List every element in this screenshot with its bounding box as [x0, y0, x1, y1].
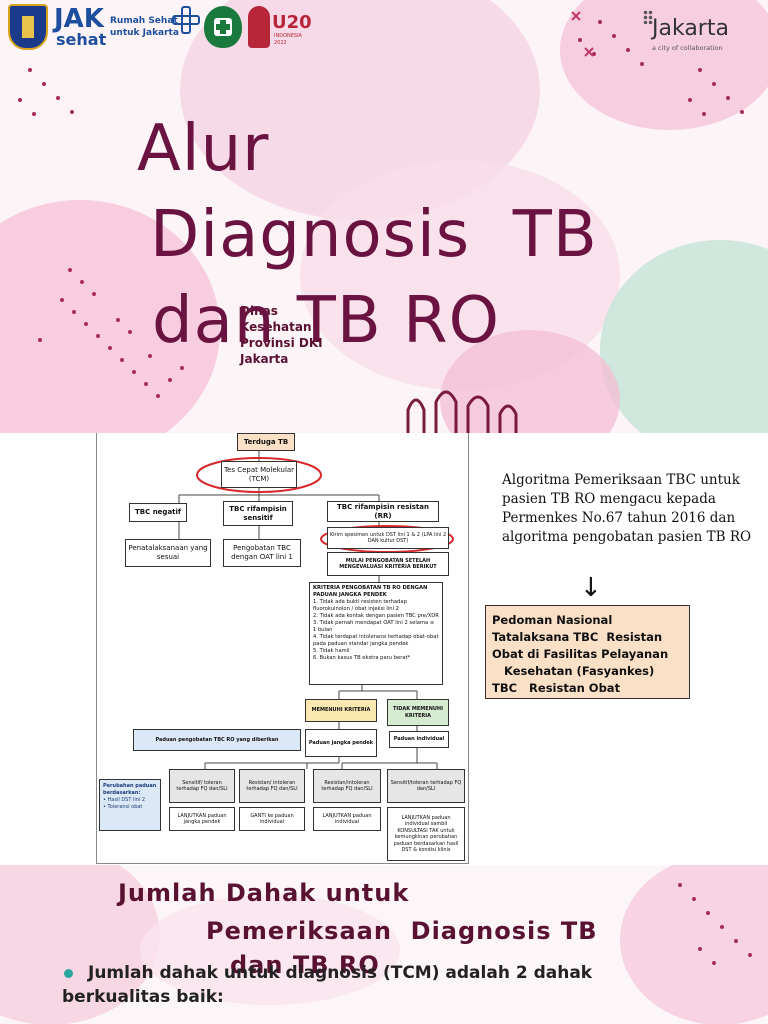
- kriteria-item: 2. Tidak ada kontak dengan pasien TBC pr…: [313, 613, 439, 619]
- sehat-logo: sehat: [56, 30, 107, 49]
- memenuhi-kriteria-box: MEMENUHI KRITERIA: [305, 699, 377, 722]
- sputum-slide: Jumlah Dahak untuk Pemeriksaan Diagnosis…: [0, 865, 768, 1024]
- terduga-tb-box: Terduga TB: [237, 433, 295, 451]
- kriteria-item: 6. Bukan kasus TB ekstra paru berat*: [313, 655, 411, 661]
- title-line-3: dan TB RO: [152, 284, 500, 358]
- perubahan-item: • Hasil DST lini 2: [103, 797, 146, 803]
- perubahan-item: • Toleransi obat: [103, 804, 143, 810]
- algorithm-slide: Terduga TB Tes Cepat Molekular (TCM) TBC…: [0, 433, 768, 865]
- plus-cross-icon: [172, 6, 200, 34]
- kriteria-item: 1. Tidak ada bukti resisten terhadap flu…: [313, 599, 407, 612]
- mulai-pengobatan-box: MULAI PENGOBATAN SETELAH MENGEVALUASI KR…: [327, 552, 449, 576]
- decorative-dots: [678, 883, 752, 965]
- tbc-sensitif-box: TBC rifampisin sensitif: [223, 501, 293, 526]
- title-slide: JAK sehat Rumah Sehat untuk Jakarta U20 …: [0, 0, 768, 433]
- r4-head: Sensitif/toleran terhadap FQ dan/SLI: [387, 769, 465, 803]
- title-line-1: Alur: [137, 112, 270, 186]
- u20-emblem-icon: [248, 6, 270, 48]
- dki-jakarta-crest-icon: [8, 4, 48, 50]
- kirim-spesimen-box: Kirim spesimen untuk DST lini 1 & 2 (LPA…: [327, 527, 449, 549]
- r1-body: LANJUTKAN paduan jangka pendek: [169, 807, 235, 831]
- heading-line-3: dan TB RO: [230, 951, 380, 979]
- r3-body: LANJUTKAN paduan individual: [313, 807, 381, 831]
- u20-sub1: INDONESIA: [274, 33, 302, 39]
- r2-head: Resistan/ intoleran terhadap FQ dan/SLI: [239, 769, 305, 803]
- jak-logo: JAK: [54, 4, 104, 34]
- pedoman-line: Tatalaksana TBC Resistan: [492, 630, 663, 644]
- paduan-pendek-box: Paduan jangka pendek: [305, 729, 377, 757]
- title-line-2: Diagnosis TB: [150, 198, 598, 272]
- tbc-resistan-box: TBC rifampisin resistan (RR): [327, 501, 439, 522]
- down-arrow-icon: ↓: [580, 573, 602, 603]
- kriteria-box: KRITERIA PENGOBATAN TB RO DENGAN PADUAN …: [309, 582, 443, 685]
- tidak-memenuhi-box: TIDAK MEMENUHI KRITERIA: [387, 699, 449, 726]
- r1-head: Sensitif/ toleran terhadap FQ dan/SLI: [169, 769, 235, 803]
- pink-watercolor-blob: [440, 330, 620, 433]
- perubahan-box: Perubahan paduan berdasarkan: • Hasil DS…: [99, 779, 161, 831]
- tbc-negatif-box: TBC negatif: [129, 503, 187, 522]
- jakarta-tagline: a city of collaboration: [652, 44, 723, 52]
- pedoman-box: Pedoman Nasional Tatalaksana TBC Resista…: [485, 605, 690, 699]
- heading-line-1: Jumlah Dahak untuk: [118, 879, 410, 907]
- bullet-text: Jumlah dahak untuk diagnosis (TCM) adala…: [62, 963, 593, 1007]
- decorative-scribble: [406, 390, 518, 433]
- pedoman-line: Pedoman Nasional: [492, 613, 613, 627]
- bullet-dot-icon: [64, 969, 73, 978]
- pedoman-line: TBC Resistan Obat: [492, 681, 621, 695]
- r4-body: LANJUTKAN paduan individual sambil KONSU…: [387, 807, 465, 861]
- algorithm-paragraph: Algoritma Pemeriksaan TBC untuk pasien T…: [502, 472, 752, 545]
- subtitle: Dinas Kesehatan Provinsi DKI Jakarta: [240, 304, 323, 366]
- pengobatan-oat-box: Pengobatan TBC dengan OAT lini 1: [223, 539, 301, 567]
- tb-ro-flowchart: Terduga TB Tes Cepat Molekular (TCM) TBC…: [96, 433, 469, 864]
- r3-head: Resistan/intoleran terhadap FQ dan/SLI: [313, 769, 381, 803]
- jakarta-logo: Jakarta: [652, 16, 729, 41]
- decorative-dots: [18, 11, 744, 433]
- u20-logo: U20: [272, 12, 312, 33]
- u20-sub2: 2022: [274, 40, 287, 46]
- kriteria-item: 4. Tidak terdapat intoleransi terhadap o…: [313, 634, 439, 647]
- perubahan-title: Perubahan paduan berdasarkan:: [103, 783, 157, 796]
- pedoman-line: Kesehatan (Fasyankes): [492, 664, 655, 678]
- jakarta-logo-dots-icon: [643, 10, 653, 24]
- heading-line-2: Pemeriksaan Diagnosis TB: [206, 917, 598, 945]
- pink-watercolor-blob: [560, 0, 768, 130]
- paduan-individual-box: Paduan individual: [389, 731, 449, 748]
- kriteria-title: KRITERIA PENGOBATAN TB RO DENGAN PADUAN …: [313, 585, 428, 598]
- r2-body: GANTI ke paduan individual: [239, 807, 305, 831]
- tcm-box: Tes Cepat Molekular (TCM): [221, 461, 297, 488]
- tcm-highlight-ellipse: [196, 457, 322, 493]
- penatalaksanaan-box: Penatalaksanaan yang sesuai: [125, 539, 211, 567]
- pedoman-line: Obat di Fasilitas Pelayanan: [492, 647, 669, 661]
- rumah-sehat-line2: untuk Jakarta: [110, 28, 179, 38]
- paduan-diberikan-box: Paduan pengobatan TBC RO yang diberikan: [133, 729, 301, 751]
- pink-watercolor-blob: [140, 895, 400, 1005]
- health-ministry-icon: [204, 6, 242, 48]
- decorative-crosses: [571, 11, 594, 57]
- kriteria-item: 3. Tidak pernah mendapat OAT lini 2 sela…: [313, 620, 435, 633]
- rumah-sehat-line1: Rumah Sehat: [110, 16, 178, 26]
- kriteria-item: 5. Tidak hamil: [313, 648, 350, 654]
